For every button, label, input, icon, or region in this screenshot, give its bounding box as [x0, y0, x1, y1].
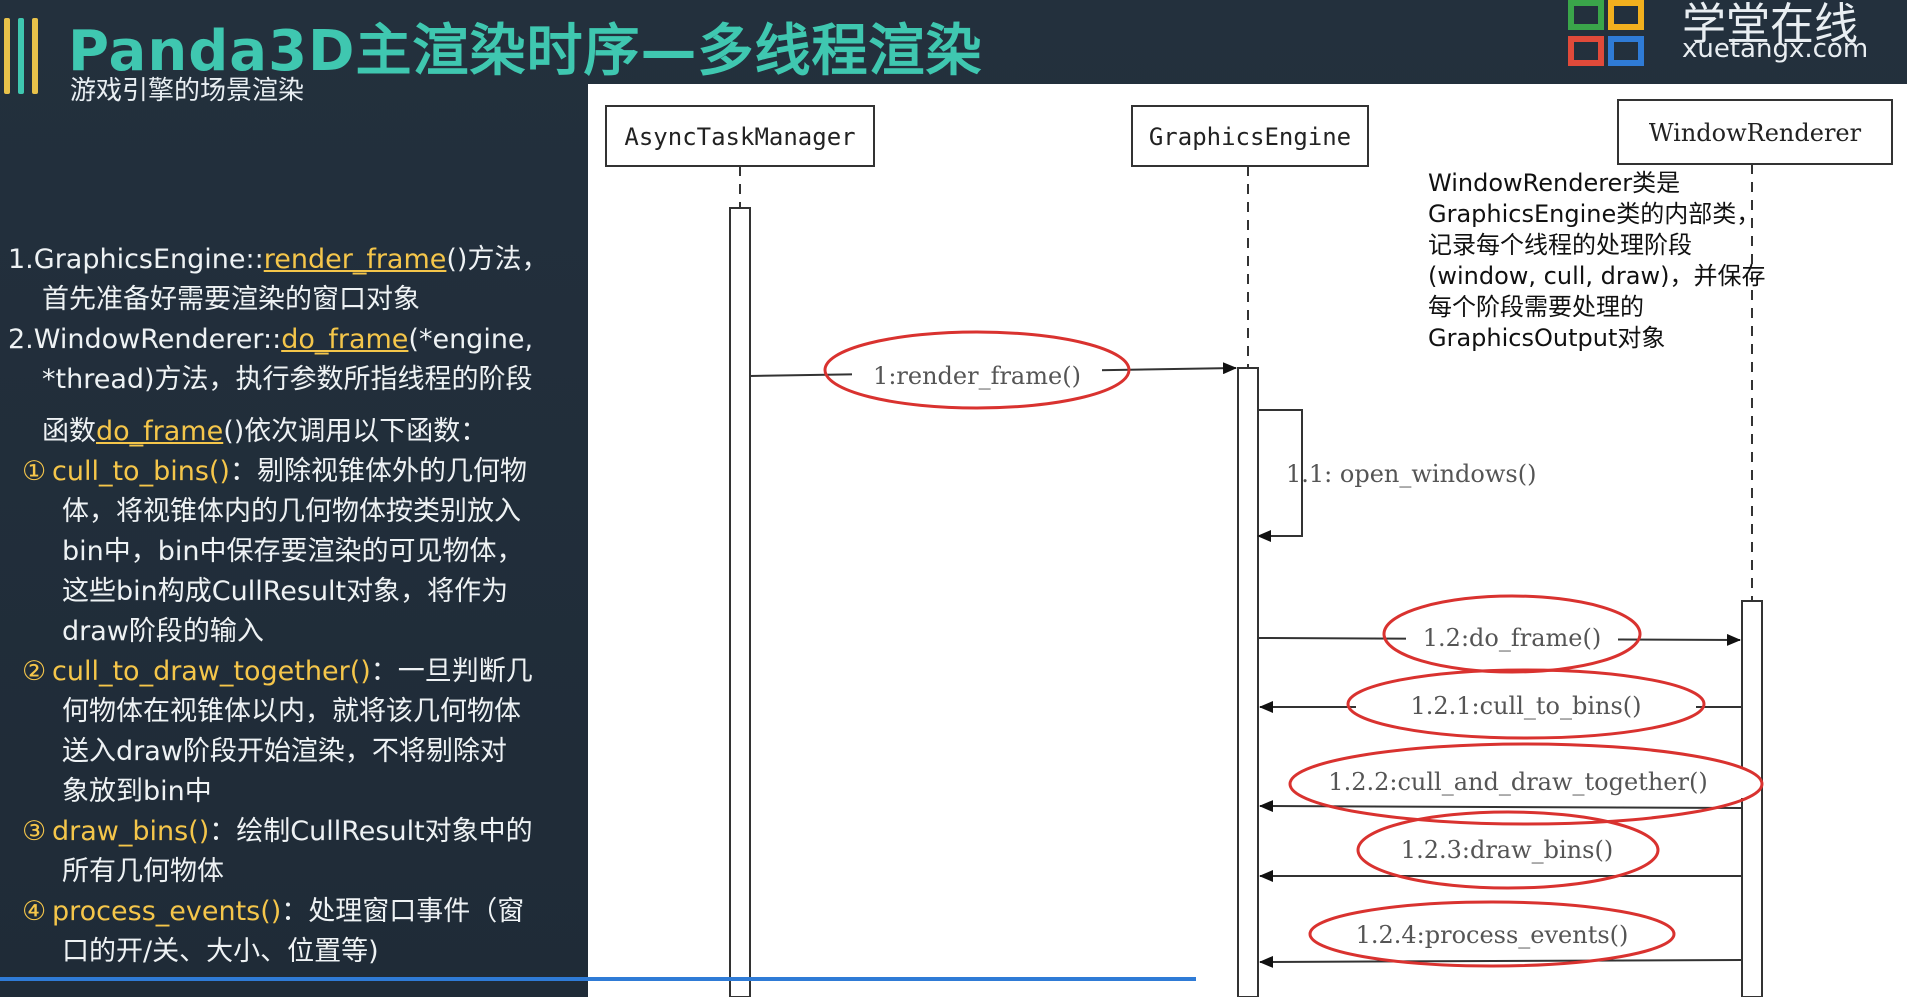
message-label: 1:render_frame(): [873, 362, 1081, 390]
self-call-arrow: [1257, 409, 1303, 542]
item-1-line2: 首先准备好需要渲染的窗口对象: [42, 284, 420, 315]
highlight-circle: [1346, 668, 1706, 740]
accent-bar: [32, 18, 38, 94]
xuetangx-logo: 学堂在线 xuetangx.com: [1568, 0, 1898, 76]
item-1: 1.GraphicsEngine::render_frame()方法，: [8, 244, 549, 275]
accent-bar: [18, 18, 24, 94]
explanation-panel: 1.GraphicsEngine::render_frame()方法， 首先准备…: [8, 240, 568, 972]
lifeline-label: WindowRenderer: [1649, 119, 1862, 147]
function-desc: 这些bin构成CullResult对象，将作为: [62, 576, 509, 607]
message-label: 1.2.4:process_events(): [1356, 921, 1629, 949]
function-desc: 何物体在视锥体以内，就将该几何物体: [62, 696, 521, 727]
lifeline-box-graphicsengine: [1131, 105, 1369, 167]
sequence-diagram-svg: AsyncTaskManager GraphicsEngine WindowRe…: [605, 99, 1893, 997]
message-label: 1.2.1:cull_to_bins(): [1410, 692, 1641, 720]
message-arrow: [1259, 955, 1743, 968]
item-2-line2: *thread)方法，执行参数所指线程的阶段: [42, 364, 533, 395]
windowrenderer-note: WindowRenderer类是GraphicsEngine类的内部类，记录每个…: [1428, 169, 1766, 352]
title-accent-bars: [4, 18, 44, 94]
accent-bar: [4, 18, 10, 94]
label-bg: [1332, 920, 1652, 950]
activation-bar: [729, 207, 751, 997]
function-desc: bin中，bin中保存要渲染的可见物体，: [62, 536, 524, 567]
message-label: 1.2.3:draw_bins(): [1401, 836, 1613, 864]
message-label: 1.2:do_frame(): [1423, 624, 1601, 652]
highlight-circle: [1308, 900, 1676, 968]
slide-subtitle: 游戏引擎的场景渲染: [70, 76, 305, 106]
sequence-diagram: AsyncTaskManager GraphicsEngine WindowRe…: [588, 84, 1907, 997]
logo-text-en: xuetangx.com: [1682, 34, 1869, 64]
slide-title: Panda3D主渲染时序—多线程渲染: [68, 19, 983, 84]
video-progress-bar[interactable]: [0, 977, 1196, 981]
highlight-circle: [1382, 594, 1642, 674]
label-bg: [852, 362, 1102, 392]
label-bg: [1356, 692, 1696, 722]
label-bg: [1406, 624, 1618, 654]
activation-bar: [1237, 367, 1259, 997]
message-label: 1.2.2:cull_and_draw_together(): [1328, 768, 1707, 796]
logo-text-cn: 学堂在线: [1682, 0, 1858, 50]
item-2: 2.WindowRenderer::do_frame(*engine,: [8, 324, 534, 355]
function-desc: 送入draw阶段开始渲染，不将剔除对: [62, 736, 507, 767]
intro-line: 函数do_frame()依次调用以下函数：: [42, 416, 488, 447]
function-desc: 所有几何物体: [62, 856, 224, 887]
function-desc: draw阶段的输入: [62, 616, 264, 647]
highlight-circle: [1356, 810, 1660, 890]
function-desc: 象放到bin中: [62, 776, 212, 807]
lifeline-label: AsyncTaskManager: [624, 123, 855, 151]
highlight-circle: [823, 330, 1131, 410]
lifeline-box-windowrenderer: [1617, 99, 1893, 165]
label-bg: [1286, 768, 1750, 798]
function-desc: 口的开/关、大小、位置等): [62, 936, 379, 967]
highlight-circle: [1288, 742, 1764, 826]
lifeline-label: GraphicsEngine: [1149, 123, 1351, 151]
message-label: 1.1: open_windows(): [1286, 460, 1536, 488]
function-desc: 体，将视锥体内的几何物体按类别放入: [62, 496, 521, 527]
logo-icon: [1568, 0, 1664, 72]
label-bg: [1374, 836, 1640, 866]
message-arrow: [1259, 800, 1743, 813]
